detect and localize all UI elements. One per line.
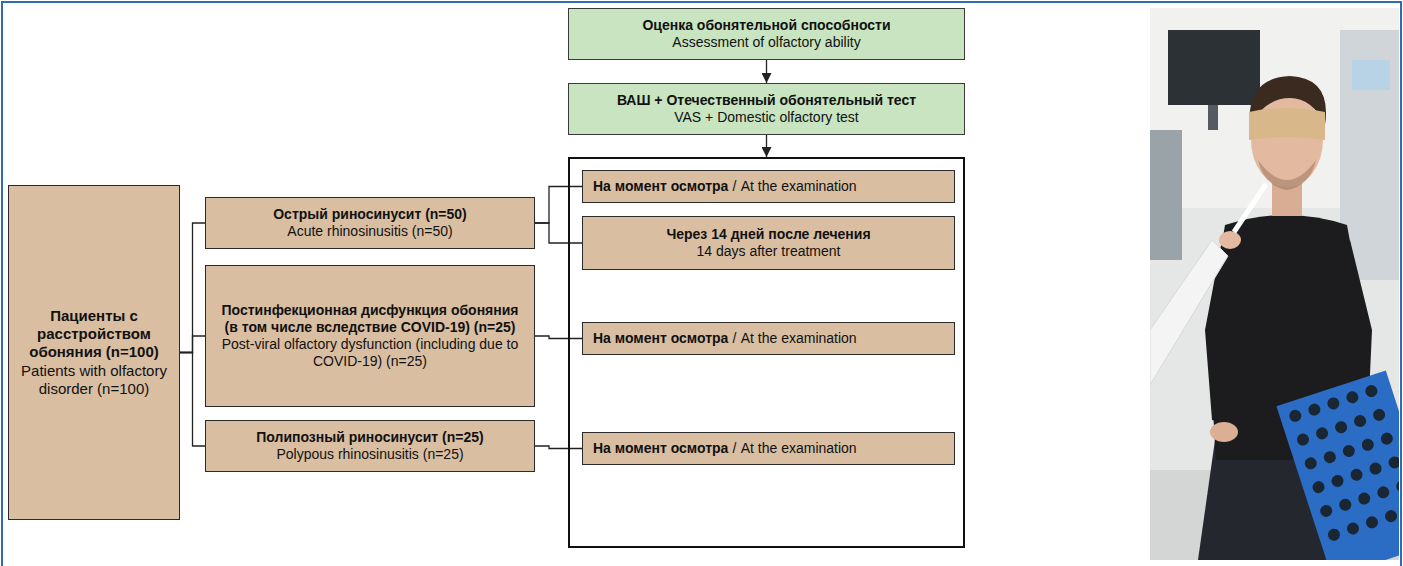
hand bbox=[1210, 422, 1238, 442]
connector-line bbox=[180, 223, 205, 353]
flow-arrow bbox=[766, 60, 767, 83]
timepoint-box: На момент осмотра /At the examination bbox=[582, 170, 955, 203]
examiner-sleeve bbox=[1150, 240, 1228, 385]
sample-bottles bbox=[1288, 384, 1399, 543]
monitor-stand bbox=[1208, 105, 1218, 130]
category-box: Постинфекционная дисфункция обоняния (в … bbox=[205, 265, 535, 407]
timepoint-box: На момент осмотра /At the examination bbox=[582, 322, 955, 355]
box-text: VAS + Domestic olfactory test bbox=[674, 109, 859, 126]
box-text: Assessment of olfactory ability bbox=[672, 34, 860, 51]
box-text: Patients with olfactory disorder (n=100) bbox=[17, 362, 171, 399]
connector-line bbox=[535, 336, 582, 339]
box-heading: Через 14 дней после лечения bbox=[666, 226, 870, 243]
step-box: Оценка обонятельной способностиAssessmen… bbox=[568, 8, 965, 60]
box-text: Post-viral olfactory dysfunction (includ… bbox=[214, 336, 526, 370]
step-box: ВАШ + Отечественный обонятельный тестVAS… bbox=[568, 83, 965, 135]
assessment-frame: На момент осмотра/At the examinationЧере… bbox=[568, 157, 965, 548]
box-text: / bbox=[733, 330, 737, 347]
tray bbox=[1276, 371, 1399, 560]
box-heading: Постинфекционная дисфункция обоняния (в … bbox=[214, 302, 526, 336]
box-heading: На момент осмотра bbox=[593, 440, 728, 457]
box-heading: Острый риносинусит (n=50) bbox=[273, 206, 467, 223]
box-heading: На момент осмотра bbox=[593, 178, 728, 195]
photo-illustration bbox=[1150, 8, 1399, 560]
monitor bbox=[1168, 30, 1260, 105]
box-text: / bbox=[733, 178, 737, 195]
group-box: Пациенты с расстройством обоняния (n=100… bbox=[8, 185, 180, 520]
box-heading: На момент осмотра bbox=[593, 330, 728, 347]
blindfold bbox=[1249, 108, 1325, 140]
box-text: / bbox=[733, 440, 737, 457]
connector-line bbox=[535, 187, 582, 224]
box-heading: ВАШ + Отечественный обонятельный тест bbox=[617, 92, 916, 109]
equipment-panel bbox=[1352, 60, 1390, 90]
connector-line bbox=[535, 223, 582, 243]
box-heading: Полипозный риносинусит (n=25) bbox=[256, 429, 484, 446]
connector-line bbox=[180, 353, 205, 447]
box-text: Acute rhinosinusitis (n=50) bbox=[287, 223, 452, 240]
box-text: At the examination bbox=[741, 178, 857, 195]
category-box: Острый риносинусит (n=50)Acute rhinosinu… bbox=[205, 197, 535, 249]
box-heading: Оценка обонятельной способности bbox=[642, 17, 890, 34]
smell-strip bbox=[1234, 184, 1266, 232]
connector-line bbox=[180, 336, 205, 353]
timepoint-box: Через 14 дней после лечения14 days after… bbox=[582, 216, 955, 270]
category-box: Полипозный риносинусит (n=25)Polypous rh… bbox=[205, 420, 535, 472]
examiner-hand bbox=[1219, 231, 1241, 249]
box-text: At the examination bbox=[741, 440, 857, 457]
wall-panel bbox=[1150, 130, 1182, 260]
sample-tray bbox=[1276, 371, 1399, 560]
box-text: At the examination bbox=[741, 330, 857, 347]
photo-background bbox=[1150, 8, 1399, 560]
timepoint-box: На момент осмотра /At the examination bbox=[582, 432, 955, 465]
box-text: 14 days after treatment bbox=[697, 243, 841, 260]
box-heading: Пациенты с расстройством обоняния (n=100… bbox=[17, 307, 171, 362]
connector-line bbox=[535, 446, 582, 449]
flow-arrow bbox=[766, 135, 767, 157]
box-text: Polypous rhinosinusitis (n=25) bbox=[276, 446, 463, 463]
